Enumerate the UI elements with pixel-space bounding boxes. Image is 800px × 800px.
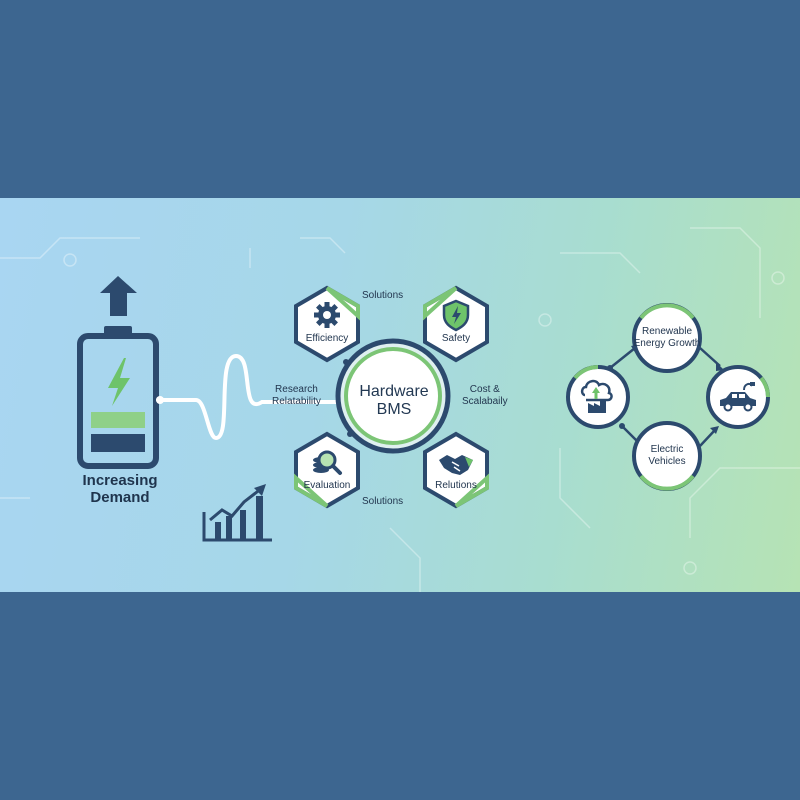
up-arrow-icon: [100, 276, 137, 316]
research-line-2: Relatability: [272, 395, 321, 407]
hexagon-label-relutions: Relutions: [435, 480, 477, 491]
cycle-node-top: [632, 303, 702, 373]
gear-icon: [314, 302, 340, 328]
growth-chart-icon: [202, 484, 272, 542]
hub-label: Hardware BMS: [341, 383, 447, 420]
hub-circle: [335, 338, 451, 454]
hexagon-label-safety: Safety: [441, 333, 471, 344]
handshake-icon: [439, 455, 473, 475]
cycle-node-bottom: [632, 421, 702, 491]
electric-car-icon: [720, 382, 756, 412]
factory-cloud-icon: [580, 379, 613, 413]
infographic-banner: Increasing Demand Hardware BMS Solutions…: [0, 198, 800, 592]
diagram-canvas: [0, 227, 800, 592]
solutions-top-label: Solutions: [362, 290, 404, 301]
cable-node: [156, 396, 164, 404]
title-line-2: Demand: [90, 489, 150, 507]
cycle-label-electric-vehicles: Electric Vehicles: [648, 444, 686, 467]
solutions-bottom-label: Solutions: [362, 496, 404, 507]
cost-line-1: Cost &: [469, 384, 500, 395]
hexagon-label-efficiency: Efficiency: [305, 333, 349, 344]
cost-line-2: Scalabaily: [462, 395, 508, 407]
research-label: Research Relatability: [272, 384, 321, 407]
shield-bolt-icon: [442, 299, 470, 332]
cycle-node-left: [566, 365, 630, 429]
title-line-1: Increasing: [82, 472, 158, 489]
battery-cable: [156, 353, 342, 441]
hub-line-1: Hardware: [359, 383, 429, 400]
increasing-demand-title: Increasing Demand: [50, 472, 190, 507]
research-line-1: Research: [275, 384, 318, 395]
battery-icon: [77, 326, 159, 469]
cost-label: Cost & Scalabaily: [462, 384, 508, 407]
magnifier-coins-icon: [313, 450, 342, 475]
background-circuit-traces: [0, 227, 800, 592]
cycle-label-renewable: Renewable Energy Growth: [633, 326, 701, 349]
hexagon-label-evaluation: Evaluation: [303, 480, 351, 491]
hub-line-2: BMS: [376, 401, 412, 419]
